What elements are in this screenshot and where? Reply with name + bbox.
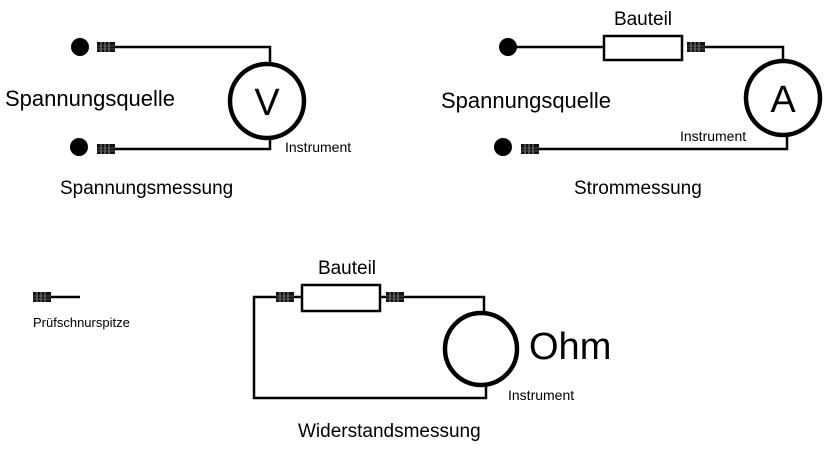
test-probe-icon <box>520 143 540 155</box>
wire-left-loop <box>252 295 488 400</box>
source-label: Spannungsquelle <box>441 88 611 113</box>
instrument-label: Instrument <box>680 128 746 144</box>
wire-top-right <box>705 45 785 60</box>
source-terminal-bottom <box>70 138 88 156</box>
voltmeter-symbol: V <box>254 82 280 124</box>
ammeter-symbol: A <box>770 79 796 121</box>
test-probe-icon <box>96 143 116 155</box>
current-measurement-circuit: A Bauteil Spannungsquelle Instrument Str… <box>441 9 823 199</box>
test-probe-icon <box>32 291 52 303</box>
test-probe-icon <box>275 291 295 303</box>
caption-resistance: Widerstandsmessung <box>298 421 481 442</box>
test-probe-icon <box>686 41 706 53</box>
legend: Prüfschnurspitze <box>32 291 130 330</box>
test-probe-icon <box>385 291 405 303</box>
probe-label: Prüfschnurspitze <box>33 315 130 330</box>
source-terminal-top <box>71 38 89 56</box>
component-resistor <box>602 34 684 62</box>
test-probe-icon <box>96 41 116 53</box>
instrument-label: Instrument <box>508 387 574 403</box>
component-label: Bauteil <box>614 9 672 30</box>
ohmmeter-icon <box>442 310 520 388</box>
caption-voltage: Spannungsmessung <box>60 178 233 199</box>
ohm-label: Ohm <box>529 326 611 368</box>
wire-bottom <box>539 135 789 151</box>
wire-top <box>115 45 272 70</box>
component-label: Bauteil <box>318 258 376 279</box>
resistance-measurement-circuit: Ohm Bauteil Instrument Widerstandsmessun… <box>252 258 611 442</box>
instrument-label: Instrument <box>285 139 351 155</box>
source-label: Spannungsquelle <box>5 86 175 111</box>
component-resistor <box>300 283 382 313</box>
ammeter-icon <box>743 58 823 138</box>
wire-top-right <box>404 295 486 312</box>
wire-bottom <box>115 135 272 151</box>
voltmeter-icon <box>227 61 307 141</box>
caption-current: Strommessung <box>574 178 702 199</box>
voltage-measurement-circuit: V Spannungsquelle Instrument Spannungsme… <box>5 38 351 199</box>
source-terminal-bottom <box>494 138 512 156</box>
